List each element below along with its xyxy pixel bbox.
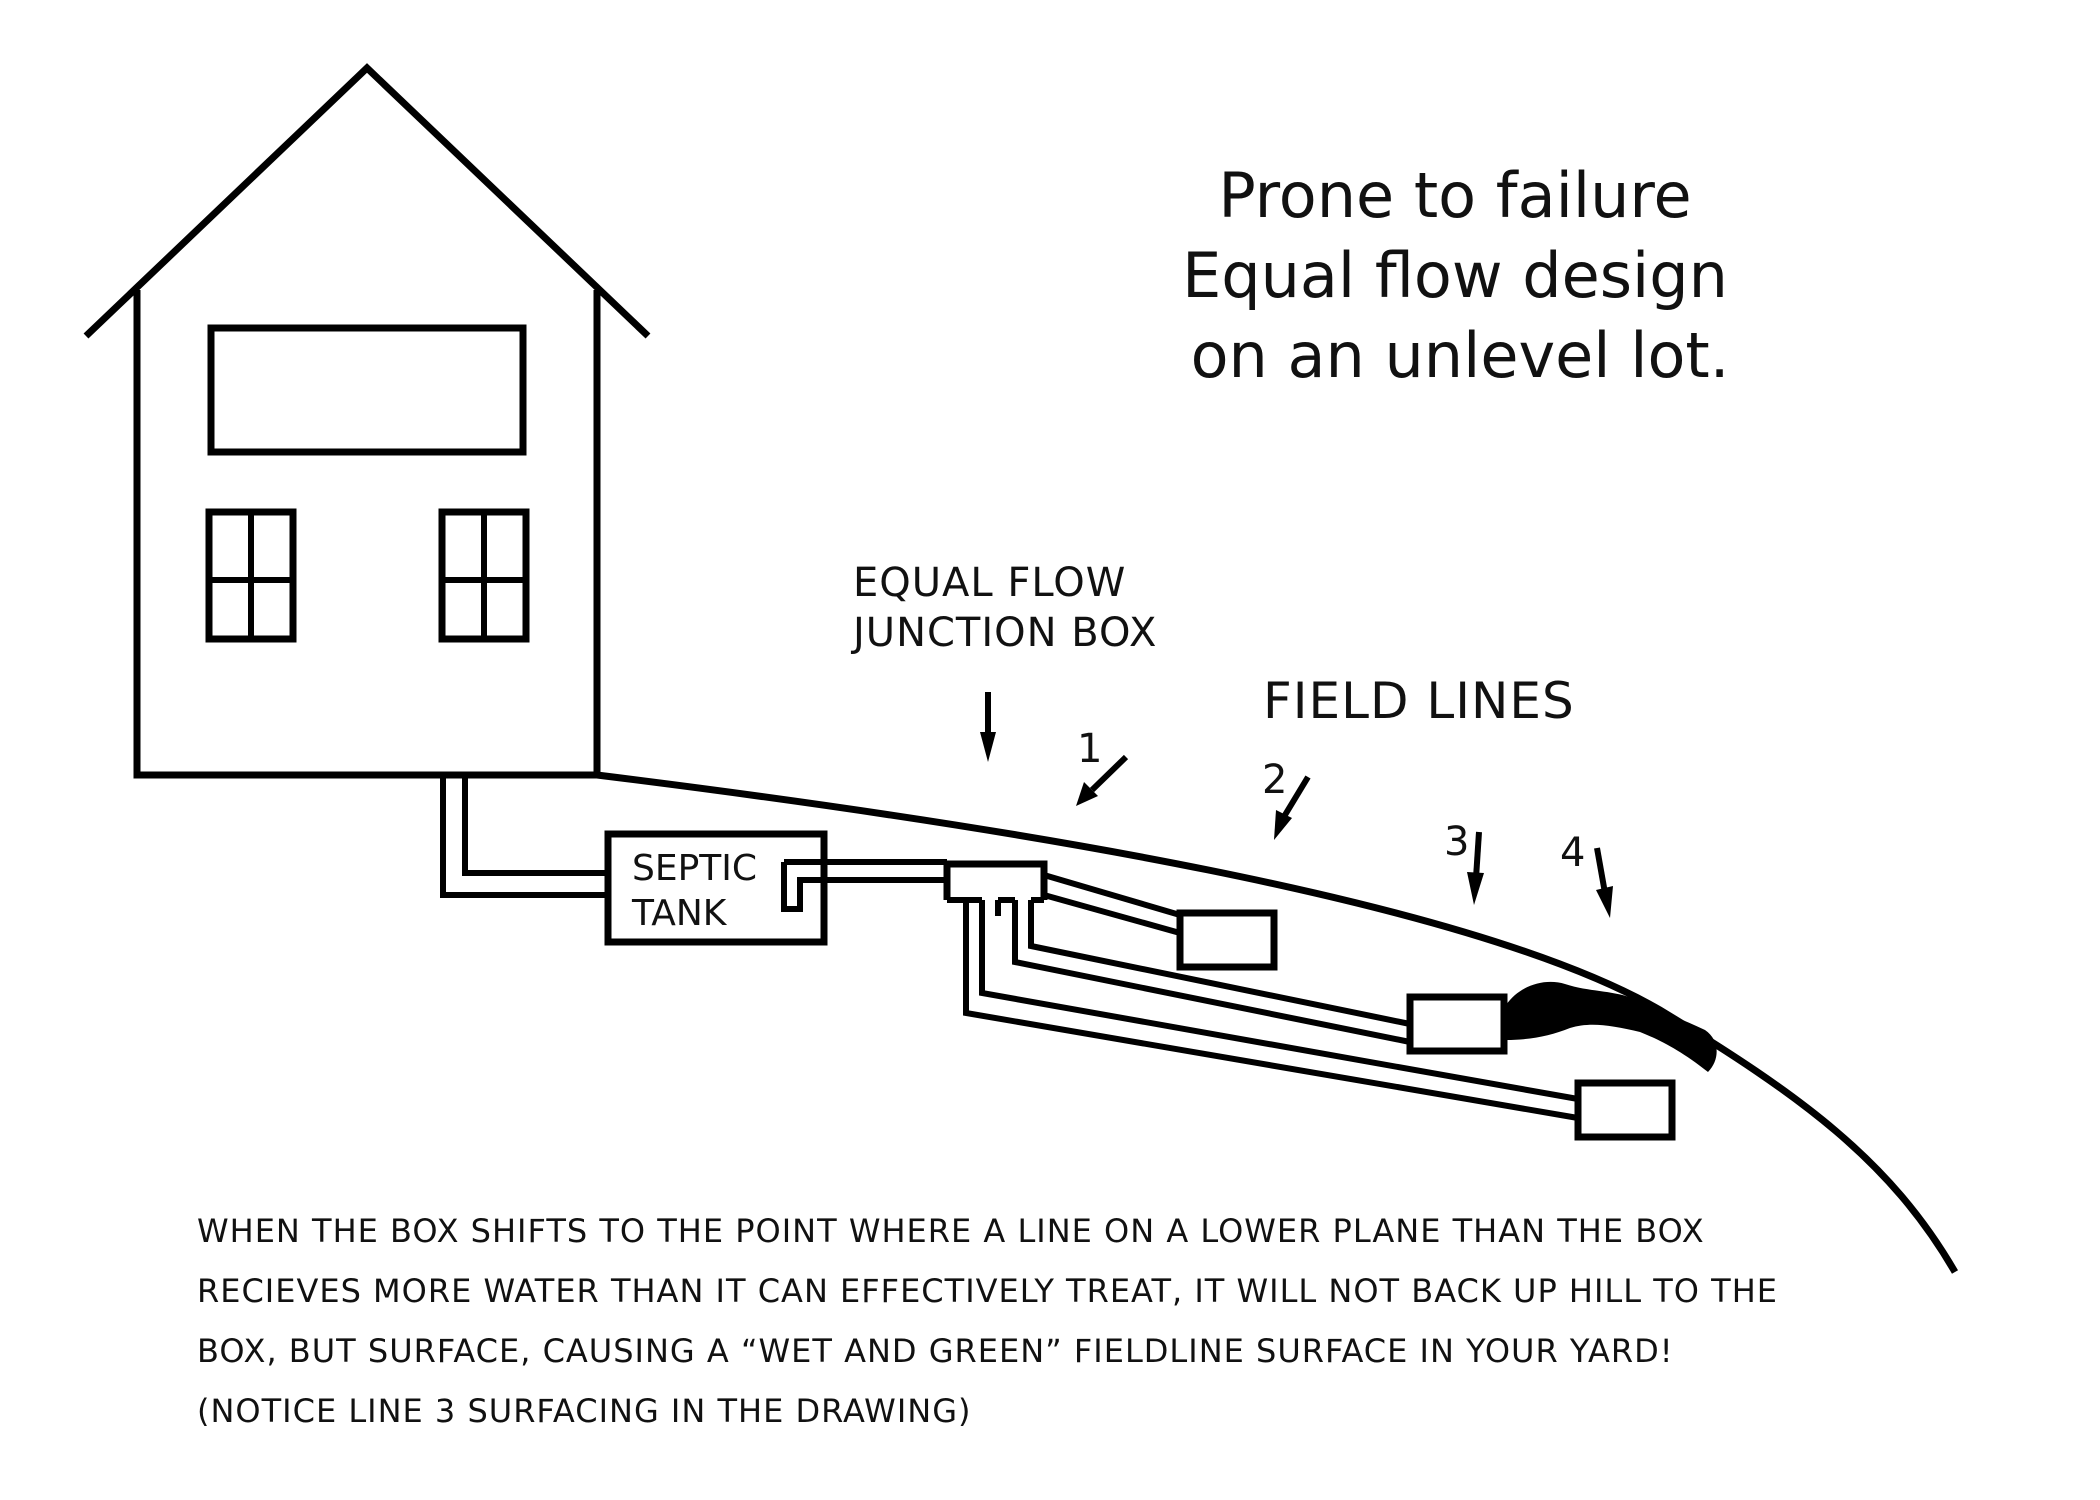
- house-upper-window: [207, 324, 527, 456]
- junction-label-line1: EQUAL FLOW: [853, 560, 1126, 606]
- field-line-marker-1: 1: [1076, 726, 1129, 806]
- line-number-3: 3: [1444, 819, 1469, 865]
- field-line-end-box-1: [1176, 909, 1278, 971]
- title-line1: Prone to failure: [1218, 159, 1691, 232]
- house-walls: [133, 290, 601, 779]
- field-line-end-box-3: [1574, 1079, 1676, 1141]
- title-line2: Equal flow design: [1182, 239, 1728, 312]
- house-roof: [83, 63, 651, 339]
- septic-label-line2: TANK: [631, 893, 728, 934]
- note-line2: RECIEVES MORE WATER THAN IT CAN EFFECTIV…: [197, 1272, 1778, 1310]
- line-number-1: 1: [1077, 726, 1102, 772]
- field-line-marker-2: 2: [1262, 757, 1311, 840]
- septic-tank: SEPTIC TANK: [604, 830, 828, 946]
- ground-slope: [596, 771, 1959, 1274]
- field-line-marker-3: 3: [1444, 819, 1484, 905]
- note-line1: WHEN THE BOX SHIFTS TO THE POINT WHERE A…: [197, 1212, 1705, 1250]
- title-line3: on an unlevel lot.: [1191, 319, 1730, 392]
- note-line3: BOX, BUT SURFACE, CAUSING A “WET AND GRE…: [197, 1332, 1674, 1370]
- septic-label-line1: SEPTIC: [632, 848, 757, 889]
- line-number-4: 4: [1560, 830, 1585, 876]
- junction-label-line2: JUNCTION BOX: [850, 610, 1157, 656]
- house-drain-pipe: [440, 775, 610, 898]
- junction-arrow: [980, 692, 996, 762]
- house: [83, 63, 651, 779]
- house-window-right: [438, 508, 530, 643]
- tank-to-box-pipe: [824, 859, 947, 883]
- line-number-2: 2: [1262, 757, 1287, 803]
- note-line4: (NOTICE LINE 3 SURFACING IN THE DRAWING): [197, 1392, 971, 1430]
- junction-box: [943, 860, 1048, 916]
- field-line-end-box-2: [1406, 993, 1508, 1055]
- field-line-marker-4: 4: [1560, 830, 1613, 918]
- field-lines-label: FIELD LINES: [1263, 672, 1575, 730]
- surfacing-effluent: [1506, 981, 1717, 1072]
- house-window-left: [205, 508, 297, 643]
- field-line-pipes: [963, 872, 1579, 1121]
